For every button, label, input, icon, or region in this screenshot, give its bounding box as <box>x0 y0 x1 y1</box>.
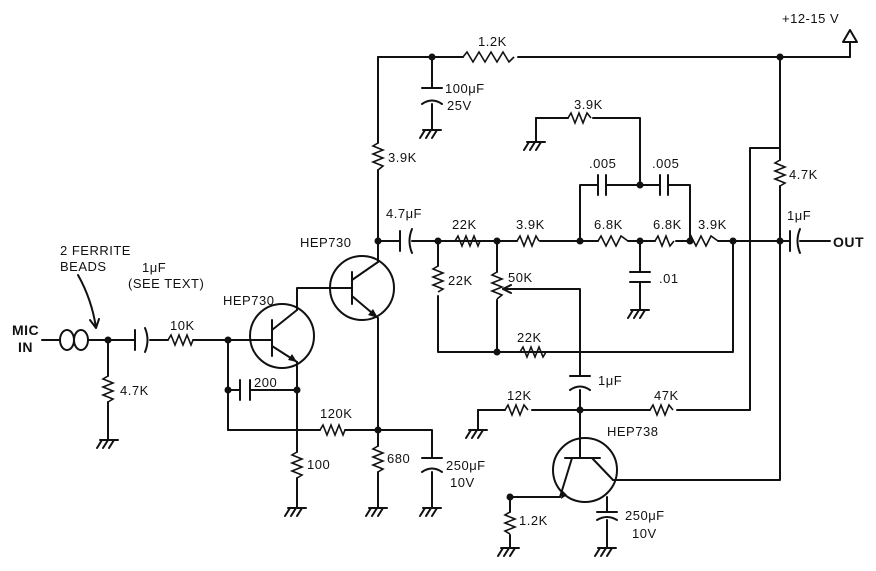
resistor-4.7k-input <box>100 375 116 403</box>
r-q3-emitter-label: 1.2K <box>519 513 548 528</box>
resistor-3.9k-collector <box>370 142 386 171</box>
ground-icon <box>419 507 442 517</box>
c-twin2-label: .005 <box>652 156 679 171</box>
c-supply-value: 100μF <box>445 81 485 96</box>
c-q3-base-label: 1μF <box>598 373 622 388</box>
input-cap-label: 1μF <box>142 260 166 275</box>
ground-icon <box>96 439 119 449</box>
ground-icon <box>419 129 442 139</box>
cap-200 <box>239 379 251 401</box>
resistor-4.7k-pullup <box>772 159 788 187</box>
r-q3-base-label: 12K <box>507 388 532 403</box>
c-coupling-label: 4.7μF <box>386 206 422 221</box>
pot-wiper-arrow <box>502 284 512 294</box>
capacitors <box>134 87 801 521</box>
resistor-120k <box>319 422 346 438</box>
bead-pointer-arrow <box>77 274 100 329</box>
c-supply-voltage: 25V <box>447 98 472 113</box>
ground-icon <box>523 117 546 151</box>
r-input-shunt-label: 4.7K <box>120 383 149 398</box>
cap-01 <box>629 271 651 283</box>
r-twin-t2-label: 6.8K <box>653 217 682 232</box>
pot-label: 50K <box>508 270 533 285</box>
r-q1-emitter-label: 100 <box>307 457 330 472</box>
mic-label: MIC <box>12 322 39 338</box>
r-filter-shunt-label: 22K <box>448 273 473 288</box>
ground-icon <box>465 429 488 439</box>
q1-label: HEP730 <box>223 293 274 308</box>
transistor-q2 <box>329 255 395 321</box>
r-input-series-label: 10K <box>170 318 195 333</box>
cap-input <box>134 327 149 353</box>
ground-icon <box>594 547 617 557</box>
c-twin1-label: .005 <box>589 156 616 171</box>
transistor-q3 <box>552 437 618 503</box>
cap-1uf-q3 <box>569 375 591 391</box>
resistor-6.8k-b <box>654 233 675 249</box>
r-filter2-label: 3.9K <box>516 217 545 232</box>
c-q1-fb-label: 200 <box>254 375 277 390</box>
resistor-22k-bottom <box>519 344 547 360</box>
r-collector-label: 3.9K <box>388 150 417 165</box>
ground-icon <box>284 507 307 517</box>
resistor-22k-shunt <box>430 265 446 293</box>
cap-1uf-out <box>789 228 801 254</box>
beads-label-2: BEADS <box>60 259 107 274</box>
r-bridge-top-label: 3.9K <box>574 97 603 112</box>
resistor-3.9k-out <box>687 234 719 248</box>
r-twin-t1-label: 6.8K <box>594 217 623 232</box>
cap-250uf-b <box>596 511 618 521</box>
beads-label-1: 2 FERRITE <box>60 243 131 258</box>
in-label: IN <box>18 339 33 355</box>
r-filter3-label: 3.9K <box>698 217 727 232</box>
r-feedback-label: 120K <box>320 406 352 421</box>
resistor-3.9k-bridge <box>567 110 592 126</box>
ground-icon <box>497 547 520 557</box>
ground-icon <box>627 309 650 319</box>
r-bottom-label: 22K <box>517 330 542 345</box>
potentiometer-50k <box>489 271 505 300</box>
resistor-22k-series <box>454 233 481 249</box>
junction-dots <box>104 53 784 501</box>
q3-label: HEP738 <box>607 424 658 439</box>
r-q2-emitter-label: 680 <box>387 451 410 466</box>
supply-label: +12-15 V <box>782 11 839 26</box>
c-q2-em-voltage: 10V <box>450 475 475 490</box>
resistor-1.2k-top <box>462 50 515 64</box>
transistor-q1 <box>249 303 315 369</box>
out-label: OUT <box>833 234 864 250</box>
resistor-12k <box>504 402 529 418</box>
cap-100uf <box>421 87 443 105</box>
r-top-label: 1.2K <box>478 34 507 49</box>
resistors <box>100 50 788 535</box>
resistor-6.8k-a <box>597 234 629 248</box>
r-filter1-label: 22K <box>452 217 477 232</box>
input-cap-note: (SEE TEXT) <box>128 276 204 291</box>
resistor-10k <box>167 332 194 348</box>
ground-symbols <box>96 117 650 557</box>
c-twin-shunt-label: .01 <box>659 271 679 286</box>
ferrite-beads <box>59 274 100 351</box>
supply-arrow-icon <box>842 29 858 43</box>
resistor-3.9k-filter <box>516 233 540 249</box>
cap-005-b <box>659 174 669 196</box>
c-q3-em-value: 250μF <box>625 508 665 523</box>
c-q3-em-voltage: 10V <box>632 526 657 541</box>
resistor-47k <box>649 402 674 418</box>
cap-250uf-a <box>421 457 443 473</box>
labels: +12-15 V MIC IN 2 FERRITE BEADS 1μF (SEE… <box>12 11 864 541</box>
resistor-1.2k-emitter <box>502 511 518 535</box>
resistor-680 <box>370 445 386 473</box>
ground-icon <box>365 507 388 517</box>
c-q2-em-value: 250μF <box>446 458 486 473</box>
cap-005-a <box>597 174 607 196</box>
q2-label: HEP730 <box>300 235 351 250</box>
resistor-100 <box>289 451 305 479</box>
r-q3-fb-label: 47K <box>654 388 679 403</box>
cap-4.7uf <box>399 228 413 254</box>
r-pullup-label: 4.7K <box>789 167 818 182</box>
out-cap-label: 1μF <box>787 208 811 223</box>
